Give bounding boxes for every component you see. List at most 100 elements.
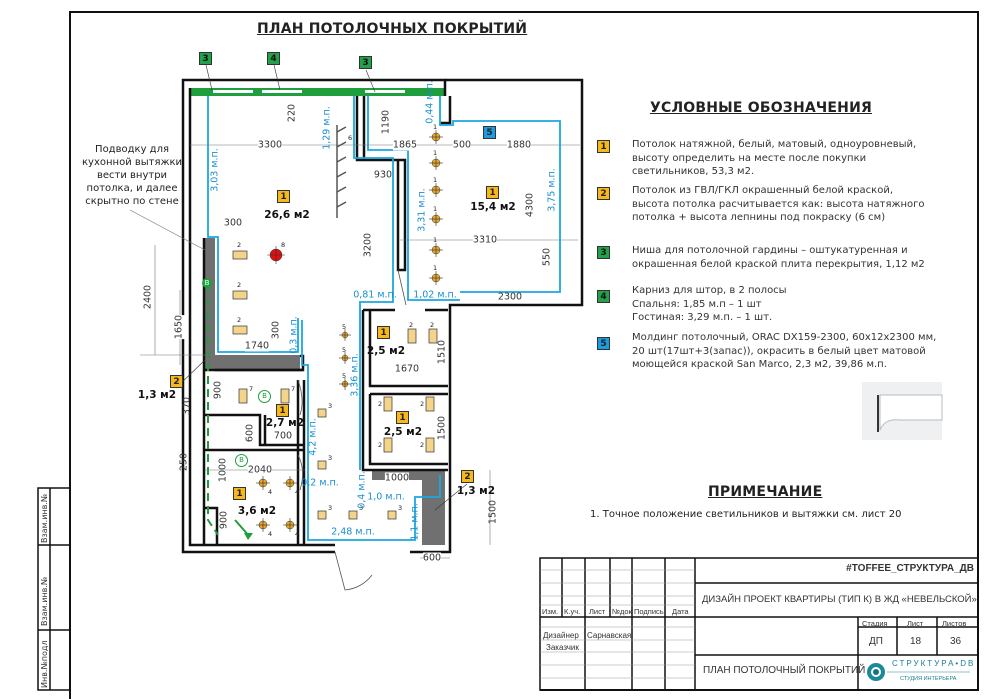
dimension: 370 [181,396,193,416]
dimension: 600 [244,423,256,443]
ceiling-badge: 1 [277,190,290,203]
fixture-number: 1 [433,236,437,244]
molding-badge: 5 [483,126,496,139]
light-fixture-5: 5 [339,372,351,390]
fixture-number: 1 [433,149,437,157]
track-light-6: 6 [336,125,352,218]
molding-length: 0,4 м.п. [356,471,368,509]
fixture-number: 5 [342,323,346,331]
dimension: 2300 [497,291,523,303]
fixture-number: 2 [237,241,241,249]
col-label: Подпись [634,607,664,616]
dimension: 1650 [173,314,185,340]
light-fixture-2: 2 [378,396,393,412]
col-label: Дата [672,607,689,616]
logo-name: СТРУКТУРА•DB [892,659,976,668]
designer-label: Дизайнер [543,631,579,640]
legend-heading: УСЛОВНЫЕ ОБОЗНАЧЕНИЯ [650,100,872,116]
area-gkl-left: 1,3 м2 [137,389,177,401]
sheets-label: Листов [942,619,967,628]
logo-mark-icon [867,663,970,681]
light-fixture-3: 3 [317,504,332,520]
dimension: 900 [218,510,230,530]
sheets-value: 36 [950,636,962,647]
stage-label: Стадия [862,619,888,628]
dimension: 1000 [217,457,229,483]
dimension: 1500 [487,499,499,525]
vent-marker: В [202,278,212,288]
area-room-a: 2,5 м2 [366,345,406,357]
dimension: 1000 [384,472,410,484]
dimension: 1880 [506,139,532,151]
molding-length: 0,44 м.п. [424,80,436,124]
dimension: 3310 [472,234,498,246]
light-fixture-1: 1 [429,176,443,197]
area-wc: 2,7 м2 [265,417,305,429]
dimension: 700 [273,430,293,442]
side-stamp [37,487,71,691]
fixture-number: 2 [237,281,241,289]
legend-badge: 3 [597,246,610,259]
fixture-number: 5 [342,372,346,380]
title-block-grid [539,557,979,691]
dimension: 300 [223,217,243,229]
molding-length: 3,31 м.п. [416,188,428,232]
area-room-b: 2,5 м2 [383,426,423,438]
doors [297,269,407,591]
dimension: 550 [541,247,553,267]
ceiling-badge: 1 [276,404,289,417]
col-label: Лист [589,607,606,616]
molding-length: 3,75 м.п. [546,168,558,212]
fixture-number: 4 [295,488,299,496]
niche-badge: 3 [199,52,212,65]
legend-text: Потолок натяжной, белый, матовый, одноур… [632,139,917,177]
dimension: 250 [178,452,190,472]
fixture-number: 1 [433,264,437,272]
area-gkl-right: 1,3 м2 [456,485,496,497]
page-title: ПЛАН ПОТОЛОЧНЫХ ПОКРЫТИЙ [257,21,528,37]
light-fixture-3: 3 [317,454,332,470]
area-bath: 3,6 м2 [237,505,277,517]
fixture-number: 3 [328,402,332,410]
dimension: 3200 [362,232,374,258]
col-label: №док [612,607,632,616]
molding-profile-image [862,382,943,440]
molding-length: 1,1 м.п. [409,503,421,541]
molding-length: 1,29 м.п. [321,106,333,150]
ceiling-badge: 1 [486,186,499,199]
molding-length: 0,2 м.п. [301,477,339,489]
legend-text: Молдинг потолочный, ORAC DX159-2300, 60х… [632,332,937,370]
vent-duct-line [207,285,219,536]
fixture-number: 5 [342,346,346,354]
ceiling-badge: 1 [377,326,390,339]
hashtag: #TOFFEE_СТРУКТУРА_ДВ [846,563,974,574]
dimension: 1670 [394,363,420,375]
light-fixture-2: 2 [407,321,417,344]
vent-marker: В [258,390,271,403]
fixture-number: 4 [295,530,299,538]
fixture-number: 2 [409,321,413,329]
fixture-number: 2 [420,400,424,408]
walls [181,78,584,554]
curtain-niche [190,88,445,96]
project-name: ДИЗАЙН ПРОЕКТ КВАРТИРЫ (ТИП К) В ЖД «НЕВ… [702,594,977,605]
light-fixture-5: 5 [339,346,351,364]
client-label: Заказчик [546,643,579,652]
legend-badge: 2 [597,187,610,200]
light-fixture-2: 2 [428,321,438,344]
fixture-number: 1 [433,176,437,184]
stamp-label: Инв.№подл [40,640,49,688]
dimension: 930 [373,169,393,181]
light-fixture-2: 2 [420,437,435,453]
molding-length: 0,81 м.п. [353,289,397,301]
light-fixture-7: 7 [238,385,253,404]
stamp-label: Взам.инв.№ [40,576,49,626]
light-fixture-8: 8 [267,241,285,264]
light-fixture-1: 1 [429,264,443,285]
col-label: Изм. [542,607,559,616]
dimension: 600 [422,552,442,564]
fixture-number: 3 [328,454,332,462]
